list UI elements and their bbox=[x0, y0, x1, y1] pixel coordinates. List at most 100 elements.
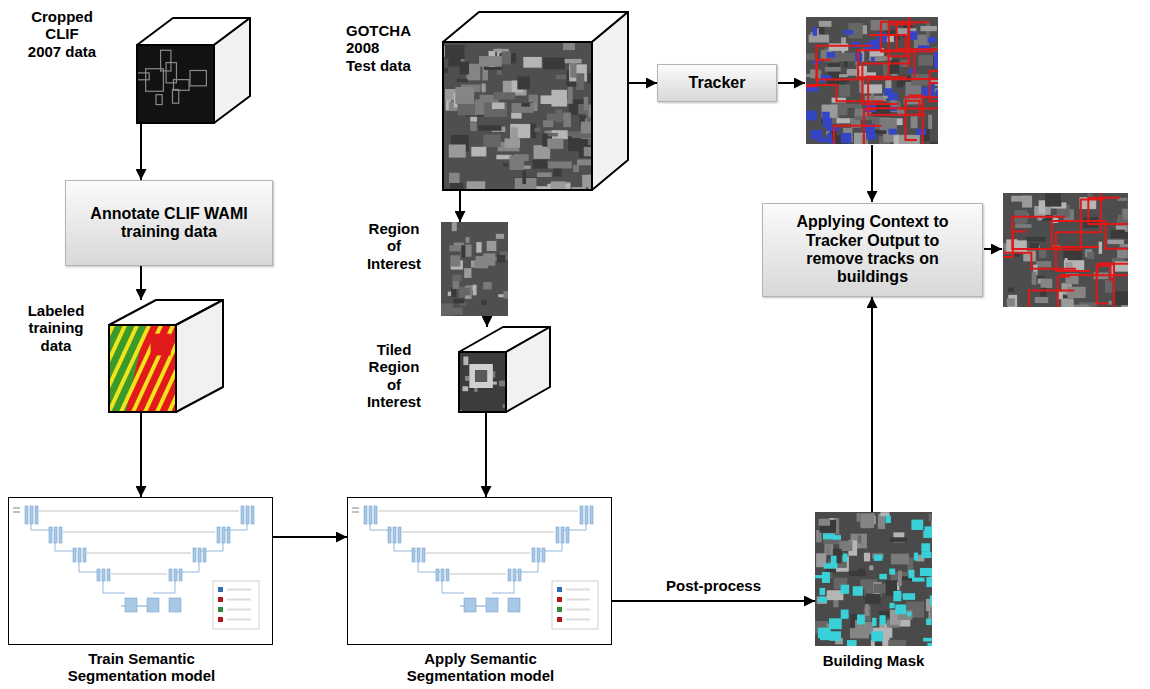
building-mark bbox=[920, 568, 934, 576]
image-detail bbox=[846, 104, 862, 108]
building-mark bbox=[872, 618, 876, 626]
image-detail bbox=[156, 95, 162, 105]
building-mark bbox=[926, 577, 935, 587]
image-detail bbox=[469, 364, 493, 388]
image-detail bbox=[864, 553, 870, 562]
track-line bbox=[867, 97, 951, 108]
node-label: Applying Context to Tracker Output to re… bbox=[783, 213, 962, 287]
image-detail bbox=[1120, 244, 1134, 247]
image-detail bbox=[548, 133, 558, 136]
layer-block bbox=[508, 598, 520, 612]
input-mark bbox=[352, 511, 359, 512]
node-label: Region of Interest bbox=[363, 220, 425, 272]
image-detail bbox=[931, 609, 944, 622]
track-line bbox=[1029, 291, 1074, 394]
building-mark bbox=[857, 615, 865, 625]
image-detail bbox=[1121, 232, 1134, 239]
image-content bbox=[815, 512, 948, 656]
image-detail bbox=[1070, 307, 1081, 317]
layer-block bbox=[436, 569, 439, 581]
tracker-output-image bbox=[792, 0, 973, 234]
building-mark bbox=[841, 610, 849, 619]
image-detail bbox=[1105, 280, 1112, 293]
image-detail bbox=[543, 58, 565, 70]
layer-block bbox=[369, 506, 372, 524]
cube-outline bbox=[109, 325, 176, 412]
flow-arrow bbox=[140, 412, 142, 497]
layer-block bbox=[54, 527, 57, 543]
legend-mark bbox=[218, 607, 223, 612]
image-detail bbox=[576, 73, 584, 90]
image-detail bbox=[1035, 297, 1048, 303]
image-detail bbox=[1039, 249, 1046, 258]
layer-block bbox=[580, 506, 583, 524]
layer-block bbox=[486, 598, 498, 612]
filtered-output-image bbox=[989, 159, 1143, 394]
image-detail bbox=[1126, 224, 1139, 234]
building-mark bbox=[823, 533, 835, 539]
image-detail bbox=[1041, 279, 1053, 288]
image-detail bbox=[479, 125, 502, 130]
layer-block bbox=[222, 527, 225, 543]
image-detail bbox=[537, 172, 552, 177]
image-detail bbox=[1039, 200, 1046, 214]
image-detail bbox=[483, 134, 500, 147]
building-mark bbox=[824, 563, 838, 568]
image-detail bbox=[481, 300, 487, 305]
cube-side bbox=[176, 300, 223, 412]
building-mark bbox=[912, 578, 924, 582]
track-line bbox=[868, 79, 926, 115]
flow-arrow bbox=[612, 600, 815, 602]
layer-block bbox=[246, 506, 249, 524]
image-detail bbox=[483, 282, 492, 289]
image-detail bbox=[823, 533, 840, 544]
legend-mark bbox=[557, 617, 562, 622]
image-detail bbox=[487, 241, 497, 251]
building-mark bbox=[843, 554, 848, 562]
image-detail bbox=[551, 181, 566, 193]
image-detail bbox=[1067, 287, 1085, 298]
cube-outline bbox=[137, 45, 214, 123]
image-detail bbox=[1015, 224, 1031, 228]
building-mark bbox=[928, 37, 936, 43]
track-line bbox=[1097, 266, 1111, 304]
layer-block bbox=[388, 527, 391, 543]
image-detail bbox=[459, 62, 469, 75]
image-detail bbox=[858, 569, 865, 572]
building-mark bbox=[829, 618, 842, 629]
layer-block bbox=[83, 548, 86, 562]
flow-arrow bbox=[778, 82, 805, 84]
node-shape bbox=[137, 18, 250, 123]
building-mark bbox=[833, 535, 841, 540]
image-detail bbox=[457, 79, 468, 82]
layer-block bbox=[227, 527, 230, 543]
layer-block bbox=[30, 506, 33, 524]
input-mark bbox=[13, 507, 20, 508]
node-shape bbox=[443, 12, 628, 190]
edge-label: Post-process bbox=[664, 577, 763, 594]
node-label: Annotate CLIF WAMI training data bbox=[78, 205, 260, 242]
building-mark bbox=[893, 591, 901, 601]
layer-block bbox=[217, 527, 220, 543]
image-detail bbox=[543, 120, 553, 127]
track-line bbox=[1059, 200, 1105, 250]
image-detail bbox=[869, 566, 873, 571]
image-detail bbox=[517, 76, 529, 89]
image-detail bbox=[1036, 261, 1051, 267]
legend-mark bbox=[218, 617, 223, 622]
layer-block bbox=[537, 548, 540, 562]
skip-connection bbox=[111, 573, 167, 574]
layer-block bbox=[412, 548, 415, 562]
building-mark bbox=[916, 129, 926, 135]
image-detail bbox=[819, 519, 831, 526]
image-detail bbox=[825, 67, 841, 72]
flow-arrow bbox=[140, 266, 142, 300]
image-detail bbox=[565, 59, 582, 63]
building-mark bbox=[921, 543, 930, 552]
node-label: Building Mask bbox=[804, 652, 944, 669]
node-label: Cropped CLIF 2007 data bbox=[27, 8, 97, 60]
image-detail bbox=[450, 255, 460, 266]
legend-mark bbox=[218, 597, 223, 602]
building-mark bbox=[871, 631, 883, 641]
node-label: Labeled training data bbox=[25, 302, 87, 354]
